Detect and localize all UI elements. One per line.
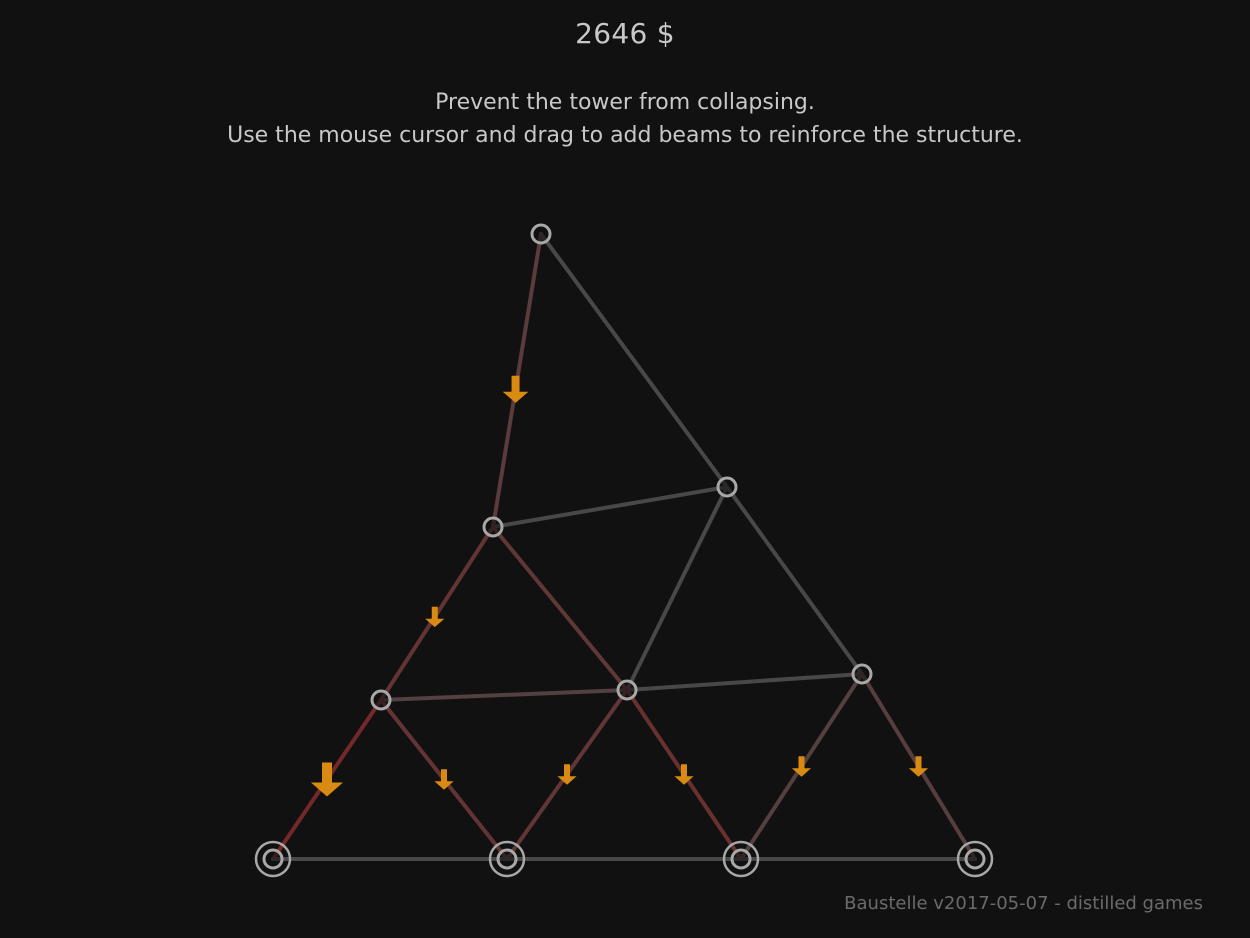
anchor-node-icon[interactable] xyxy=(254,840,292,878)
joint-node-icon[interactable] xyxy=(370,689,392,711)
instructions: Prevent the tower from collapsing. Use t… xyxy=(0,86,1250,152)
beams-layer xyxy=(271,232,977,861)
joint-node-icon[interactable] xyxy=(851,663,873,685)
beam-mid-left-center xyxy=(491,525,629,692)
load-arrow-icon xyxy=(425,606,445,628)
anchor-node-icon[interactable] xyxy=(488,840,526,878)
money-counter: 2646 $ xyxy=(575,17,675,50)
version-credit: Baustelle v2017-05-07 - distilled games xyxy=(844,893,1203,914)
instruction-line-1: Prevent the tower from collapsing. xyxy=(435,90,815,115)
anchor-node-icon[interactable] xyxy=(722,840,760,878)
joint-node-icon[interactable] xyxy=(716,476,738,498)
load-arrow-icon xyxy=(791,756,812,777)
loads-layer xyxy=(311,375,929,797)
load-arrow-icon xyxy=(557,764,577,785)
beam-top-mid-right xyxy=(539,232,729,489)
load-arrow-icon xyxy=(434,769,454,790)
load-arrow-icon xyxy=(311,762,343,797)
anchor-node-icon[interactable] xyxy=(956,840,994,878)
beam-low-left-center xyxy=(379,688,629,702)
load-arrow-icon xyxy=(502,375,529,403)
instruction-line-2: Use the mouse cursor and drag to add bea… xyxy=(227,123,1023,148)
joint-node-icon[interactable] xyxy=(530,223,552,245)
beam-mid-right-center xyxy=(625,485,729,692)
load-arrow-icon xyxy=(908,756,929,777)
load-arrow-icon xyxy=(674,764,694,785)
beam-mid-left-mid-right xyxy=(491,485,729,529)
nodes-layer xyxy=(254,223,994,878)
joint-node-icon[interactable] xyxy=(616,679,638,701)
joint-node-icon[interactable] xyxy=(482,516,504,538)
beam-center-low-right xyxy=(625,672,864,692)
beam-mid-right-low-right xyxy=(725,485,864,676)
